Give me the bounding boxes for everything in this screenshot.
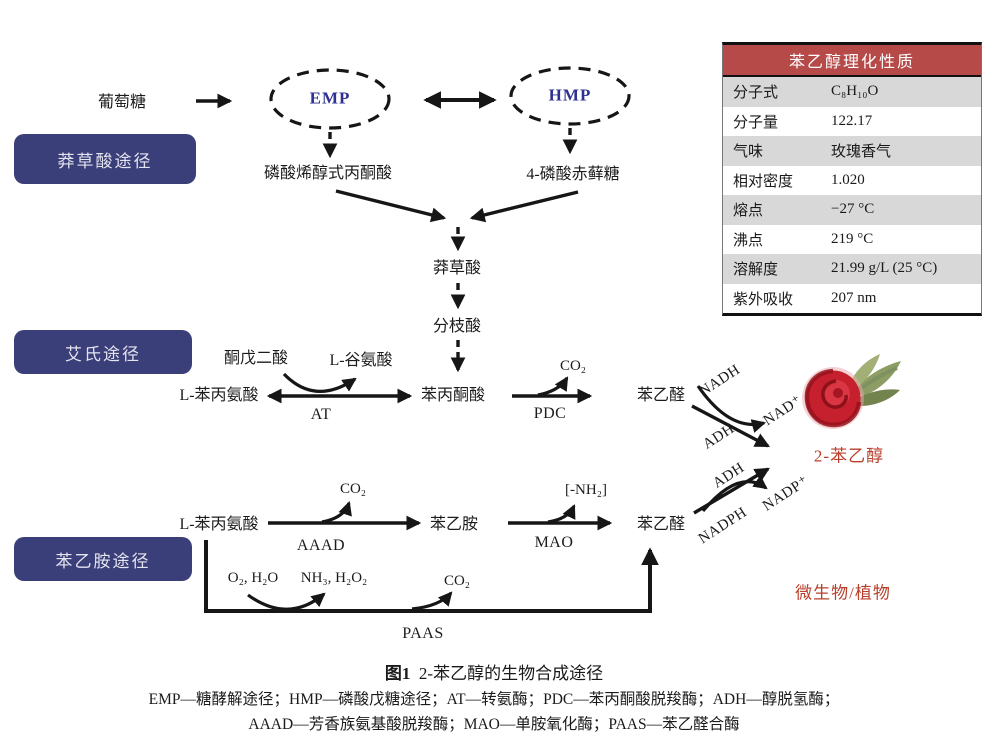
node-l-phenylalanine-top: L-苯丙氨酸: [179, 387, 259, 405]
table-cell-value: C₈H₁₀O: [831, 83, 879, 100]
figure-legend-line1: EMP—糖酵解途径；HMP—磷酸戊糖途径；AT—转氨酶；PDC—苯丙酮酸脱羧酶；…: [148, 691, 840, 708]
node-hmp: HMP: [548, 85, 592, 105]
table-cell-label: 熔点: [733, 203, 764, 220]
pathway-label-shikimate: 莽草酸途径: [14, 134, 196, 184]
table-cell-value: 1.020: [831, 171, 865, 188]
cofactor-co2-aaad: CO₂: [339, 480, 367, 497]
enzyme-mao: MAO: [534, 534, 574, 552]
node-glucose: 葡萄糖: [97, 94, 147, 112]
table-cell-value: 207 nm: [831, 289, 877, 306]
cofactor-nh2: [-NH₂]: [565, 481, 607, 498]
properties-table: 苯乙醇理化性质 分子式 C₈H₁₀O 分子量 122.17 气味 玫瑰香气 相对…: [722, 42, 982, 316]
node-l-phenylalanine-bottom: L-苯丙氨酸: [179, 516, 259, 534]
enzyme-aaad: AAAD: [296, 537, 346, 555]
node-phenylpyruvate: 苯丙酮酸: [420, 387, 486, 405]
table-cell-label: 紫外吸收: [733, 291, 794, 308]
table-row: 沸点 219 °C: [723, 224, 981, 254]
node-phenylethylamine: 苯乙胺: [429, 516, 479, 534]
node-emp: EMP: [309, 88, 351, 108]
node-ketoglutarate: 酮戊二酸: [223, 350, 289, 368]
node-pep: 磷酸烯醇式丙酮酸: [263, 165, 393, 183]
table-cell-value: 玫瑰香气: [831, 144, 892, 161]
node-e4p: 4-磷酸赤藓糖: [526, 166, 620, 184]
table-cell-label: 溶解度: [733, 262, 779, 279]
table-row: 紫外吸收 207 nm: [723, 283, 981, 313]
table-cell-label: 相对密度: [733, 173, 794, 190]
table-row: 熔点 −27 °C: [723, 195, 981, 225]
table-row: 溶解度 21.99 g/L (25 °C): [723, 254, 981, 284]
table-cell-label: 分子式: [733, 85, 779, 102]
table-row: 分子式 C₈H₁₀O: [723, 77, 981, 107]
node-phenylacetaldehyde-top: 苯乙醛: [636, 387, 686, 405]
pathway-label-phenylethylamine: 苯乙胺途径: [14, 537, 192, 581]
table-cell-label: 气味: [733, 144, 764, 161]
enzyme-at: AT: [310, 406, 332, 424]
properties-table-title: 苯乙醇理化性质: [723, 45, 981, 77]
table-cell-value: 219 °C: [831, 230, 874, 247]
figure-number: 图1: [384, 664, 411, 683]
enzyme-pdc: PDC: [533, 405, 567, 423]
node-phenylacetaldehyde-bottom: 苯乙醛: [636, 516, 686, 534]
table-row: 分子量 122.17: [723, 106, 981, 136]
table-cell-value: 122.17: [831, 112, 873, 129]
cofactor-o2-h2o: O₂, H₂O: [227, 569, 279, 586]
label-organism: 微生物/植物: [795, 583, 891, 603]
node-product-2-phenylethanol: 2-苯乙醇: [813, 446, 885, 466]
hmp-ellipse: [509, 66, 631, 126]
cofactor-nh3-h2o2: NH₃, H₂O₂: [300, 569, 368, 586]
figure-caption: 图1 2-苯乙醇的生物合成途径: [0, 659, 988, 684]
table-cell-label: 分子量: [733, 114, 779, 131]
table-row: 气味 玫瑰香气: [723, 136, 981, 166]
figure-legend-line2: AAAD—芳香族氨基酸脱羧酶；MAO—单胺氧化酶；PAAS—苯乙醛合酶: [248, 716, 740, 733]
table-cell-value: −27 °C: [831, 201, 875, 218]
enzyme-paas: PAAS: [402, 625, 444, 643]
table-row: 相对密度 1.020: [723, 165, 981, 195]
node-l-glutamate: L-谷氨酸: [329, 352, 393, 370]
pathway-label-ehrlich: 艾氏途径: [14, 330, 192, 374]
emp-ellipse: [269, 68, 391, 130]
table-cell-value: 21.99 g/L (25 °C): [831, 260, 938, 277]
pathway-arrows: [196, 91, 770, 613]
cofactor-co2-paas: CO₂: [443, 572, 471, 589]
cofactor-co2-pdc: CO₂: [559, 357, 587, 374]
node-chorismic-acid: 分枝酸: [432, 318, 482, 336]
table-cell-label: 沸点: [733, 232, 764, 249]
figure-title: 2-苯乙醇的生物合成途径: [418, 664, 604, 683]
node-shikimic-acid: 莽草酸: [432, 260, 482, 278]
rose-image: [802, 354, 901, 429]
